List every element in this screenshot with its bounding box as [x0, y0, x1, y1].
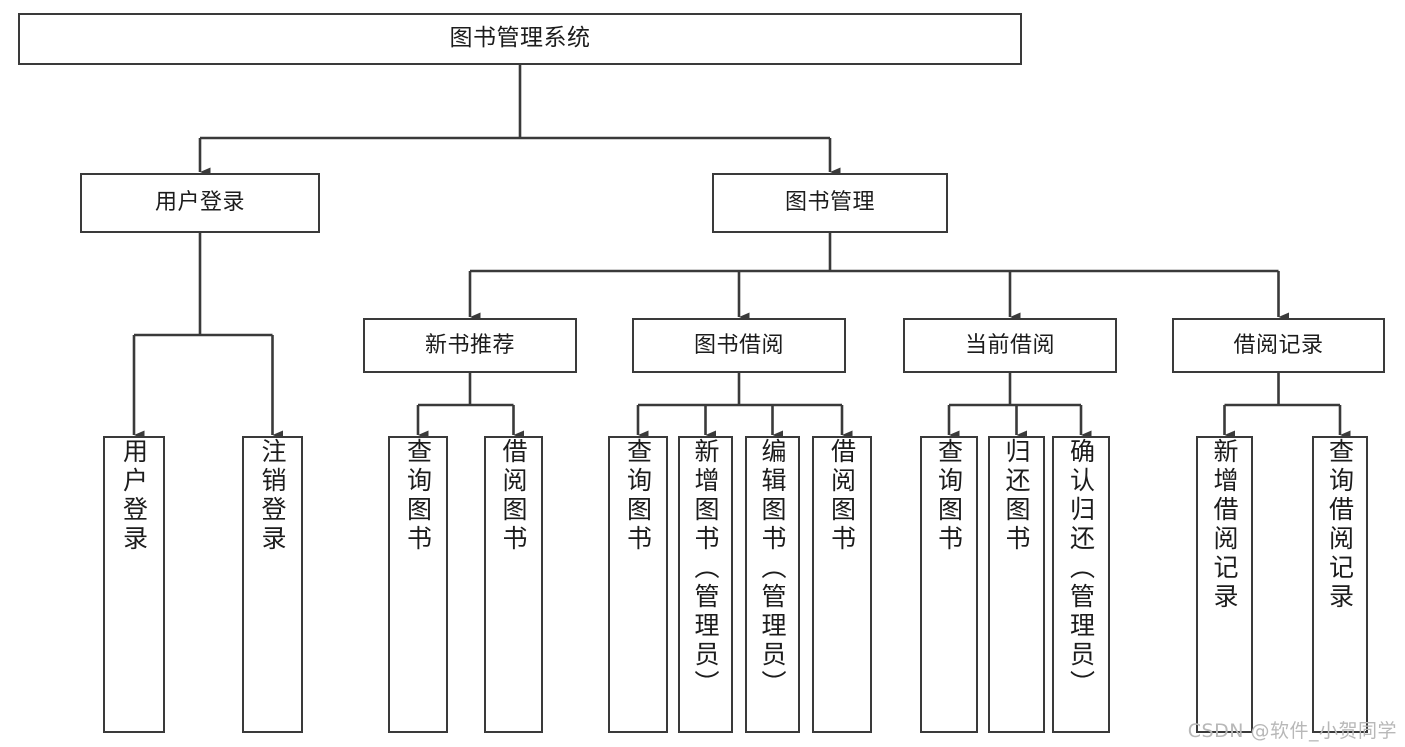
node-leaf-borrow-book-2[interactable]: 借阅图书	[812, 436, 872, 733]
node-label: 新增图书（管理员）	[691, 438, 720, 699]
node-label: 图书管理	[784, 190, 875, 216]
node-label: 借阅图书	[827, 438, 857, 554]
node-leaf-return-book[interactable]: 归还图书	[988, 436, 1045, 733]
node-leaf-add-book-admin[interactable]: 新增图书（管理员）	[678, 436, 733, 733]
node-label: 新增借阅记录	[1210, 438, 1239, 612]
node-label: 查询图书	[403, 438, 433, 554]
node-label: 用户登录	[154, 190, 245, 216]
node-user-login[interactable]: 用户登录	[80, 173, 320, 233]
node-label: 归还图书	[1002, 438, 1031, 554]
node-label: 图书借阅	[693, 332, 784, 358]
node-label: 用户登录	[119, 438, 149, 554]
node-leaf-user-login[interactable]: 用户登录	[103, 436, 165, 733]
node-label: 确认归还（管理员）	[1066, 438, 1096, 699]
node-leaf-add-borrow-record[interactable]: 新增借阅记录	[1196, 436, 1253, 733]
node-leaf-user-logout[interactable]: 注销登录	[242, 436, 303, 733]
node-root[interactable]: 图书管理系统	[18, 13, 1022, 65]
node-label: 当前借阅	[964, 332, 1055, 358]
node-label: 查询借阅记录	[1325, 438, 1355, 612]
node-leaf-borrow-book-1[interactable]: 借阅图书	[484, 436, 543, 733]
node-current-borrow[interactable]: 当前借阅	[903, 318, 1117, 373]
node-borrow-record[interactable]: 借阅记录	[1172, 318, 1385, 373]
node-book-manage[interactable]: 图书管理	[712, 173, 948, 233]
node-leaf-query-book-2[interactable]: 查询图书	[608, 436, 668, 733]
node-label: 注销登录	[258, 438, 287, 554]
node-book-borrow[interactable]: 图书借阅	[632, 318, 846, 373]
node-leaf-query-book-3[interactable]: 查询图书	[920, 436, 978, 733]
node-label: 图书管理系统	[449, 25, 591, 52]
node-new-book-recommend[interactable]: 新书推荐	[363, 318, 577, 373]
node-label: 编辑图书（管理员）	[758, 438, 787, 699]
node-label: 查询图书	[934, 438, 964, 554]
node-label: 借阅记录	[1233, 332, 1324, 358]
node-label: 借阅图书	[499, 438, 528, 554]
node-leaf-query-borrow-record[interactable]: 查询借阅记录	[1312, 436, 1368, 733]
node-label: 查询图书	[623, 438, 653, 554]
node-leaf-edit-book-admin[interactable]: 编辑图书（管理员）	[745, 436, 800, 733]
node-leaf-query-book-1[interactable]: 查询图书	[388, 436, 448, 733]
node-label: 新书推荐	[424, 332, 515, 358]
node-leaf-confirm-return-admin[interactable]: 确认归还（管理员）	[1052, 436, 1110, 733]
